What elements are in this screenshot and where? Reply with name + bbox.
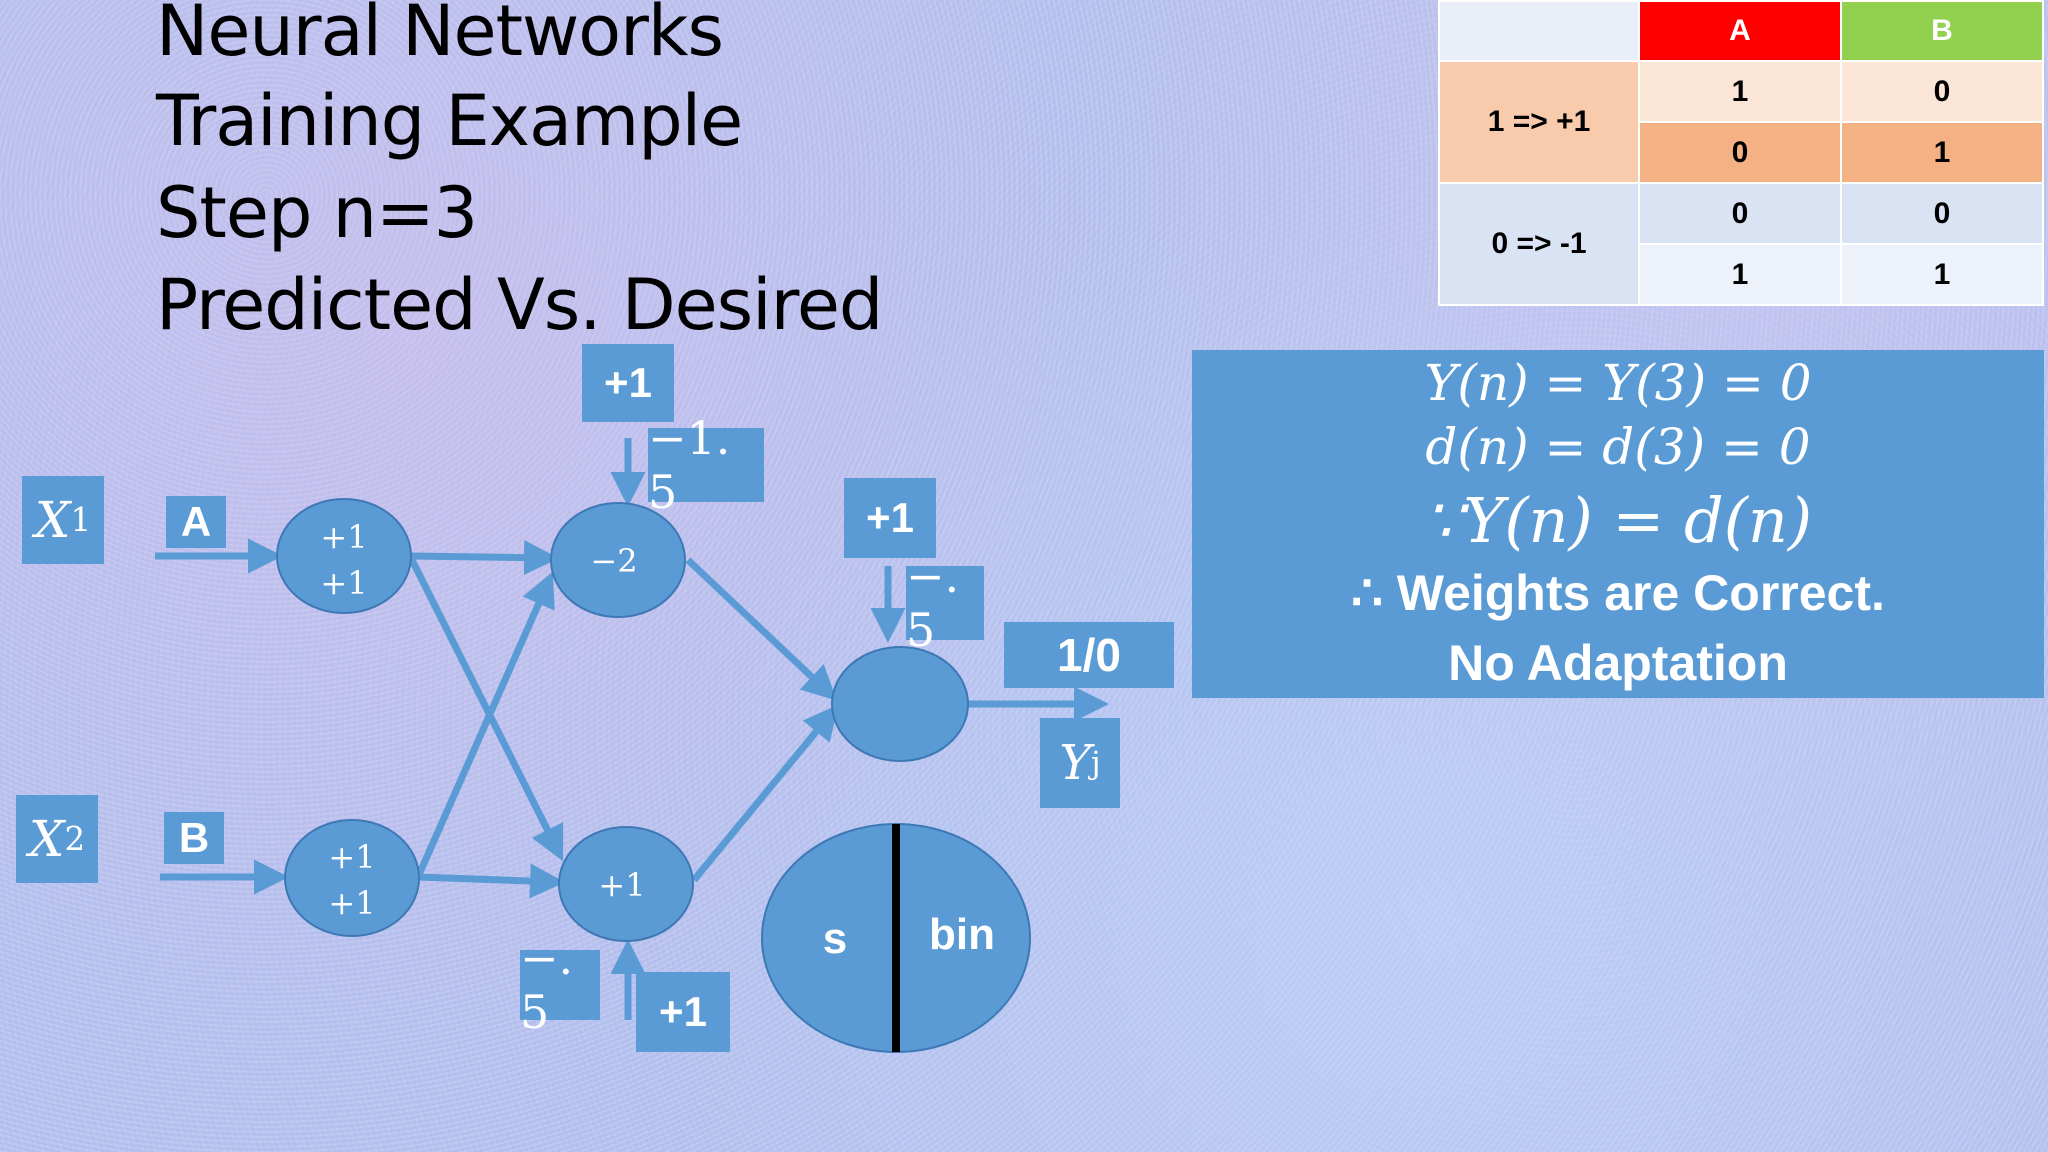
truth-table: A B 1 => +1 1 0 0 1 0 => -1 0 0 1 1 — [1438, 0, 2044, 306]
input-node-bottom-weight-2: +1 — [328, 884, 376, 922]
edge-hidden-bottom-to-output — [691, 704, 839, 883]
result-panel: Y(n) = Y(3) = 0 d(n) = d(3) = 0 ∵Y(n) = … — [1192, 350, 2044, 698]
input-node-top-weight-2: +1 — [320, 564, 368, 602]
table-cell: 0 — [1840, 60, 2044, 123]
no-adaptation-text: No Adaptation — [1448, 635, 1788, 691]
input-node-top — [276, 498, 412, 614]
bias-bottom-value: +1 — [636, 972, 730, 1052]
column-header-a: A — [1638, 0, 1842, 62]
column-header-b: B — [1840, 0, 2044, 62]
table-cell: 1 — [1840, 121, 2044, 184]
input-a-label: A — [166, 496, 226, 548]
equality-statement: ∵Y(n) = d(n) — [1423, 484, 1813, 557]
input-node-top-weight-1: +1 — [320, 518, 368, 556]
predicted-output-equation: Y(n) = Y(3) = 0 — [1424, 354, 1812, 412]
input-node-bottom — [284, 819, 420, 937]
bias-top-weight: −1. 5 — [648, 411, 764, 519]
table-corner-cell — [1438, 0, 1640, 62]
hidden-node-bottom — [558, 826, 694, 942]
group-label-positive: 1 => +1 — [1438, 60, 1640, 184]
bias-top-value: +1 — [582, 344, 674, 422]
title-line-2: Training Example — [156, 80, 743, 162]
edge-top-to-hidden-bottom — [406, 554, 564, 862]
table-cell: 0 — [1638, 182, 1842, 245]
title-line-3: Step n=3 — [156, 172, 478, 254]
table-cell: 1 — [1638, 243, 1842, 306]
edge-bottom-to-hidden-top — [414, 571, 555, 879]
table-cell: 0 — [1840, 182, 2044, 245]
group-label-negative: 0 => -1 — [1438, 182, 1640, 306]
bias-output-value: +1 — [844, 478, 936, 558]
input-node-bottom-weight-1: +1 — [328, 838, 376, 876]
bias-bottom-weight: −. 5 — [520, 931, 600, 1039]
bias-output-weight: −. 5 — [906, 549, 984, 657]
hidden-node-top-value: −2 — [590, 542, 638, 580]
hidden-node-top — [550, 502, 686, 618]
output-node — [831, 646, 969, 762]
edge-top-to-hidden-top — [409, 540, 559, 576]
edge-hidden-top-to-output — [685, 557, 838, 701]
output-values-label: 1/0 — [1004, 622, 1174, 688]
input-b-label: B — [164, 812, 224, 864]
title-line-4: Predicted Vs. Desired — [156, 264, 883, 346]
activation-binary-label: bin — [929, 910, 995, 959]
conclusion-text: ∴ Weights are Correct. — [1351, 565, 1885, 621]
title-line-1: Neural Networks — [156, 0, 724, 72]
table-cell: 0 — [1638, 121, 1842, 184]
desired-output-equation: d(n) = d(3) = 0 — [1425, 418, 1811, 476]
hidden-node-bottom-value: +1 — [598, 866, 646, 904]
table-cell: 1 — [1840, 243, 2044, 306]
network-connections — [155, 438, 1109, 1053]
edge-bottom-to-hidden-bottom — [417, 863, 565, 899]
table-cell: 1 — [1638, 60, 1842, 123]
activation-sum-label: s — [822, 914, 848, 963]
